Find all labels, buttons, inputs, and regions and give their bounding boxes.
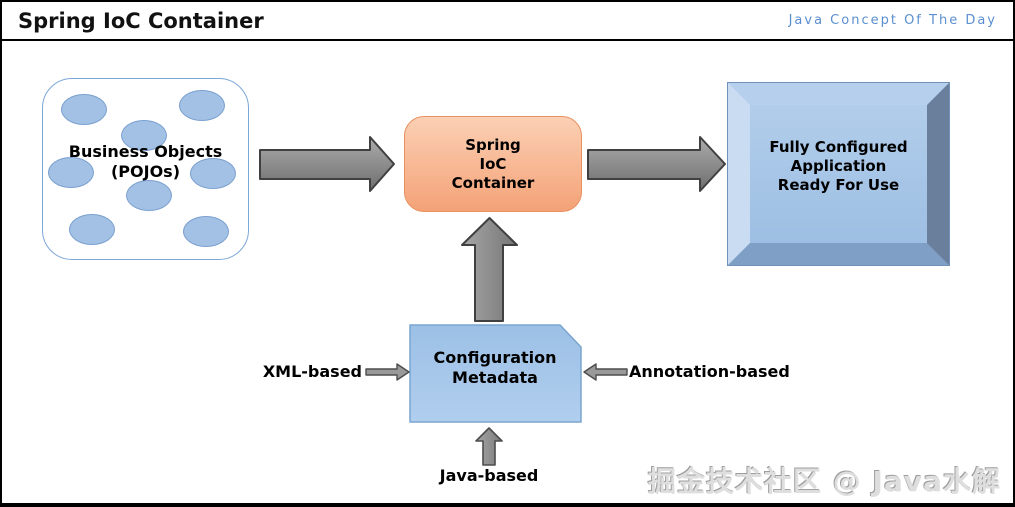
up-block-arrow-icon xyxy=(461,217,518,322)
java-based-label: Java-based xyxy=(439,466,539,485)
pojo-ellipse xyxy=(179,90,225,121)
arrow-xml-to-config xyxy=(365,363,410,381)
header: Spring IoC Container Java Concept Of The… xyxy=(2,2,1013,41)
business-objects-label-line2: (POJOs) xyxy=(110,162,181,181)
app-label-line3: Ready For Use xyxy=(777,175,900,194)
pojo-ellipse xyxy=(190,158,236,189)
spring-box-line1: Spring xyxy=(465,135,521,154)
arrow-java-to-config xyxy=(475,427,503,466)
pojo-ellipse xyxy=(121,120,167,151)
fully-configured-app-label: Fully Configured Application Ready For U… xyxy=(750,105,927,243)
pojo-ellipse xyxy=(61,94,107,125)
business-objects-label: Business Objects (POJOs) xyxy=(42,142,249,182)
annotation-based-label: Annotation-based xyxy=(629,362,790,381)
xml-based-label: XML-based xyxy=(262,362,362,381)
config-label-line1: Configuration xyxy=(433,348,557,367)
arrow-config-to-spring xyxy=(461,217,518,322)
spring-ioc-container-box: Spring IoC Container xyxy=(404,116,582,212)
config-metadata-box xyxy=(409,324,582,423)
brand-text: Java Concept Of The Day xyxy=(788,13,997,28)
arrow-spring-to-app xyxy=(587,136,726,192)
left-arrow-icon xyxy=(583,363,628,381)
pojo-ellipse xyxy=(183,216,229,247)
pojo-ellipse xyxy=(69,214,115,245)
pojo-ellipse xyxy=(48,157,94,188)
config-metadata-label: Configuration Metadata xyxy=(410,348,580,388)
fully-configured-app-box xyxy=(727,82,950,266)
business-objects-label-line1: Business Objects xyxy=(68,142,223,161)
right-arrow-icon xyxy=(365,363,410,381)
app-label-line2: Application xyxy=(790,156,887,175)
pojo-ellipse xyxy=(126,180,172,211)
arrow-pojo-to-spring xyxy=(259,136,395,192)
spring-box-line3: Container xyxy=(451,173,535,192)
right-block-arrow-icon xyxy=(587,136,726,192)
config-label-line2: Metadata xyxy=(452,368,538,387)
watermark-text: 掘金技术社区 @ Java水解 xyxy=(648,465,1001,498)
snipped-rectangle-shape xyxy=(409,324,582,423)
page-title: Spring IoC Container xyxy=(18,8,264,33)
right-block-arrow-icon xyxy=(259,136,395,192)
spring-box-line2: IoC xyxy=(479,154,507,173)
arrow-annotation-to-config xyxy=(583,363,628,381)
up-block-arrow-icon xyxy=(475,427,503,466)
app-label-line1: Fully Configured xyxy=(769,137,908,156)
